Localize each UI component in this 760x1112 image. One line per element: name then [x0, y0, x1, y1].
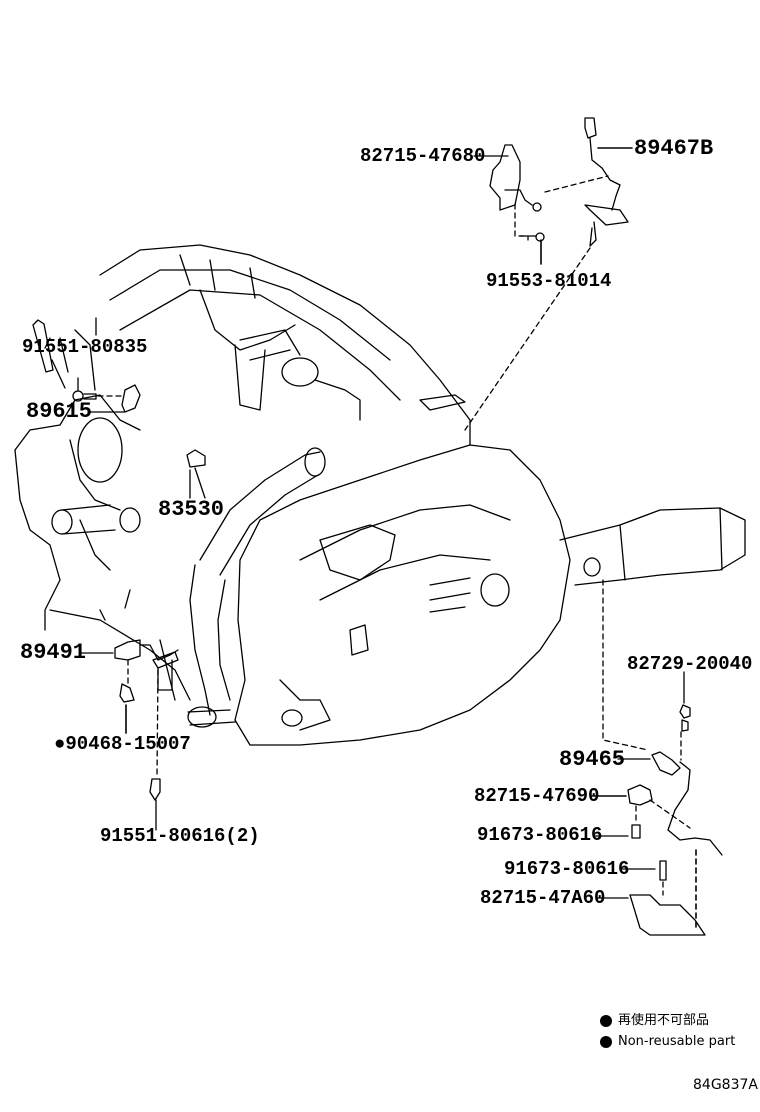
part-number-text: 83530: [158, 497, 225, 522]
upper-oxygen-sensor-illustration: [489, 117, 629, 247]
callout-91551-80616[interactable]: 91551-80616(2): [100, 827, 260, 846]
legend-japanese-text: 再使用不可部品: [618, 1013, 710, 1028]
lower-right-leader-lines: [591, 579, 697, 929]
lower-left-leader-lines: [79, 652, 159, 831]
legend-japanese: 再使用不可部品: [600, 1014, 709, 1027]
part-number-text: 91551-80835: [22, 336, 148, 358]
callout-83530[interactable]: 83530: [158, 499, 224, 521]
callout-90468-15007[interactable]: ●90468-15007: [54, 735, 191, 754]
callout-82715-47680[interactable]: 82715-47680: [360, 147, 485, 166]
part-number-text: 82715-47A60: [480, 887, 606, 909]
lower-oxygen-sensor-illustration: [627, 704, 723, 936]
knock-sensor-illustration: [32, 319, 206, 468]
legend-english-text: Non-reusable part: [618, 1034, 736, 1049]
drawing-code: 84G837A: [693, 1077, 758, 1093]
part-number-text: 89491: [20, 640, 87, 665]
part-number-text: 90468-15007: [65, 733, 191, 755]
bullet-icon: [600, 1014, 612, 1027]
callout-91551-80835[interactable]: 91551-80835: [22, 338, 147, 357]
part-number-text: 91673-80616: [504, 858, 630, 880]
callout-82729-20040[interactable]: 82729-20040: [627, 655, 752, 674]
speed-sensor-illustration: [114, 639, 179, 801]
callout-89465[interactable]: 89465: [559, 749, 625, 771]
callout-91673-80616-b[interactable]: 91673-80616: [504, 860, 629, 879]
part-number-text: 82729-20040: [627, 653, 753, 675]
legend-english: Non-reusable part: [600, 1035, 735, 1048]
callout-89615[interactable]: 89615: [26, 401, 92, 423]
part-number-text: 89465: [559, 747, 626, 772]
callout-89491[interactable]: 89491: [20, 642, 86, 664]
callout-91553-81014[interactable]: 91553-81014: [486, 272, 611, 291]
callout-91673-80616-a[interactable]: 91673-80616: [477, 826, 602, 845]
non-reusable-marker: ●: [54, 733, 66, 755]
upper-sensor-leader-lines: [464, 147, 633, 431]
callout-89467B[interactable]: 89467B: [634, 138, 713, 160]
part-number-text: 91551-80616(2): [100, 825, 260, 847]
part-number-text: 89615: [26, 399, 93, 424]
callout-82715-47A60[interactable]: 82715-47A60: [480, 889, 605, 908]
part-number-text: 82715-47680: [360, 145, 486, 167]
callout-82715-47690[interactable]: 82715-47690: [474, 787, 599, 806]
part-number-text: 91673-80616: [477, 824, 603, 846]
upper-left-leader-lines: [44, 317, 206, 499]
part-number-text: 89467B: [634, 136, 714, 161]
bullet-icon: [600, 1035, 612, 1048]
part-number-text: 82715-47690: [474, 785, 600, 807]
part-number-text: 91553-81014: [486, 270, 612, 292]
